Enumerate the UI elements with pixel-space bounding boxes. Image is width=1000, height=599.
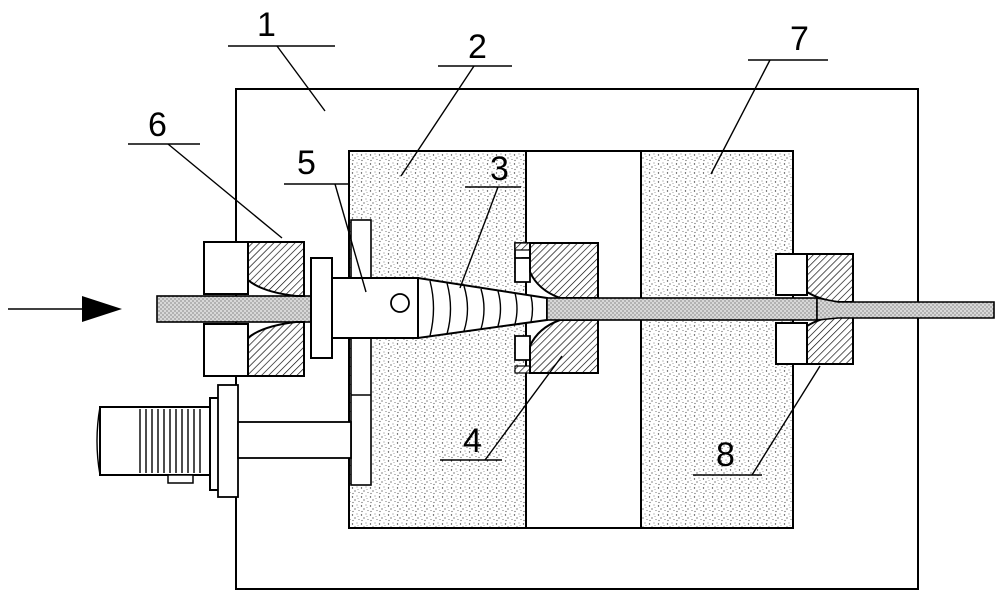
pin-hole: [390, 293, 410, 313]
clamp-6: [203, 241, 305, 377]
output-rod: [816, 297, 995, 321]
support-plate: [350, 219, 372, 486]
motor-body: [99, 406, 211, 476]
label-2: 2: [468, 28, 487, 66]
label-8: 8: [716, 436, 735, 474]
chamber-2: [348, 150, 527, 529]
process-rod: [546, 297, 818, 321]
input-rod: [156, 295, 316, 323]
chamber-7: [640, 150, 794, 529]
die-8: [775, 253, 854, 365]
drive-shaft: [237, 421, 352, 459]
label-5: 5: [297, 144, 316, 182]
thread-cone-3: [417, 276, 548, 340]
label-4: 4: [463, 422, 482, 460]
leader-lines: [128, 45, 828, 476]
label-7: 7: [790, 20, 809, 58]
label-3: 3: [490, 150, 509, 188]
motor-foot: [167, 474, 194, 484]
label-1: 1: [257, 6, 276, 44]
feed-arrow: [8, 296, 122, 322]
holder-5: [310, 257, 419, 359]
motor-fins: [139, 409, 201, 473]
label-6: 6: [148, 106, 167, 144]
die-4: [514, 242, 599, 374]
motor-mount: [217, 384, 239, 498]
motor-assembly: [96, 384, 352, 498]
